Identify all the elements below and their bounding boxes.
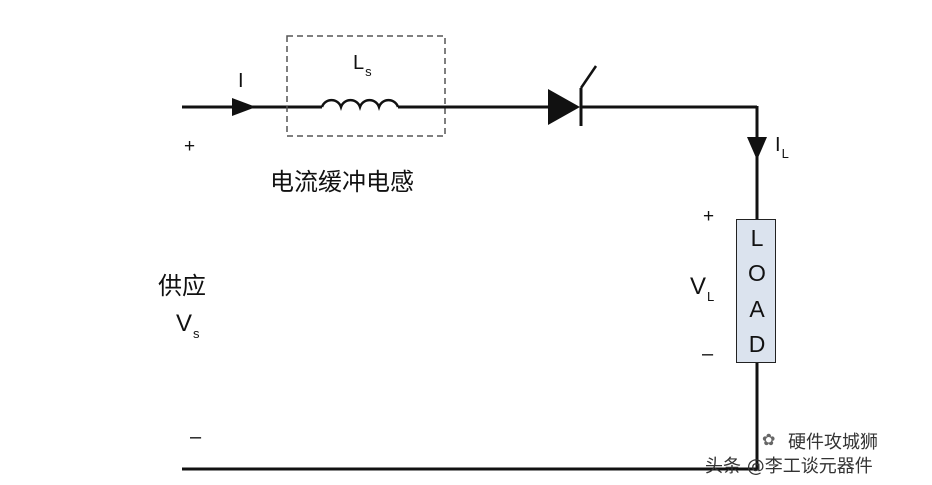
thyristor-icon xyxy=(548,89,580,125)
supply-voltage-label: Vs xyxy=(176,310,200,341)
inductor-dashed-box xyxy=(286,35,446,137)
load-letter: A xyxy=(749,296,765,322)
load-current-label: IL xyxy=(775,134,789,161)
load-minus: – xyxy=(702,343,714,365)
inductor-coil-icon xyxy=(320,98,400,111)
inductor-label: Ls xyxy=(353,52,372,79)
load-box: L O A D xyxy=(736,219,776,363)
inductor-caption: 电流缓冲电感 xyxy=(270,168,414,196)
current-arrow-icon xyxy=(232,98,256,116)
load-current-arrow-icon xyxy=(747,137,767,160)
load-voltage-label: VL xyxy=(690,273,715,304)
load-plus: + xyxy=(703,206,715,227)
wechat-icon: ✿ xyxy=(762,430,776,449)
thyristor-gate xyxy=(579,65,598,89)
load-letter: L xyxy=(750,225,764,251)
supply-plus: + xyxy=(184,136,196,157)
watermark-source: 头条 @李工谈元器件 xyxy=(705,456,873,477)
supply-minus: – xyxy=(190,426,202,448)
current-label: I xyxy=(238,70,244,92)
load-letter: D xyxy=(748,331,766,357)
watermark-account: 硬件攻城狮 xyxy=(788,432,878,453)
load-letter: O xyxy=(748,260,766,286)
supply-caption: 供应 xyxy=(158,272,206,300)
